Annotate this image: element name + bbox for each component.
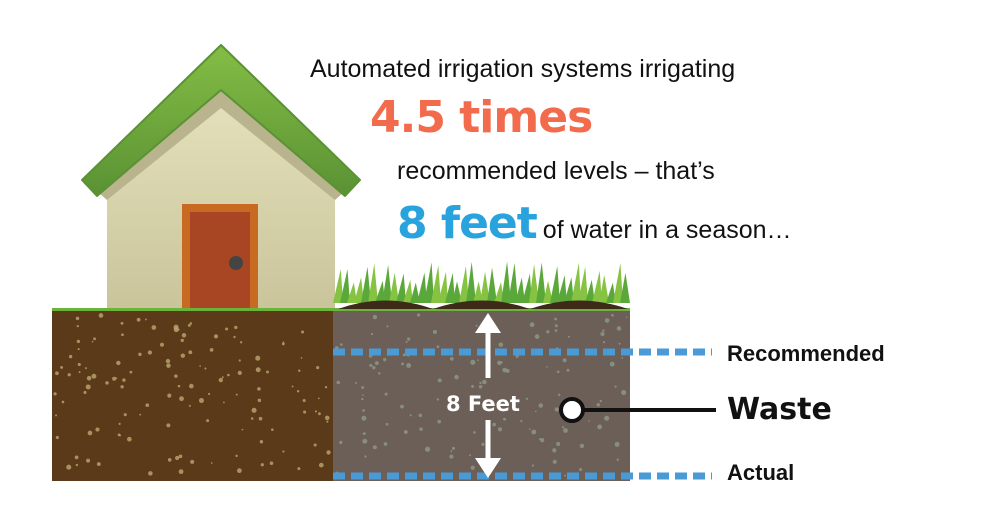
headline-highlight-times: 4.5 times xyxy=(370,92,593,143)
headline-highlight-feet: 8 feet xyxy=(397,198,538,249)
headline-line3-text: of water in a season… xyxy=(542,216,792,244)
headline-line2: recommended levels – that’s xyxy=(397,157,715,185)
depth-label: 8 Feet xyxy=(446,390,520,418)
actual-label: Actual xyxy=(727,460,795,485)
soil-left xyxy=(52,311,333,481)
headline-line1: Automated irrigation systems irrigating xyxy=(310,55,736,83)
recommended-label: Recommended xyxy=(727,341,885,366)
grass-icon xyxy=(333,261,630,309)
depth-arrow-icon xyxy=(475,313,501,478)
house-icon xyxy=(81,44,361,311)
waste-label: Waste xyxy=(727,392,832,427)
waste-pointer-icon xyxy=(559,397,716,423)
